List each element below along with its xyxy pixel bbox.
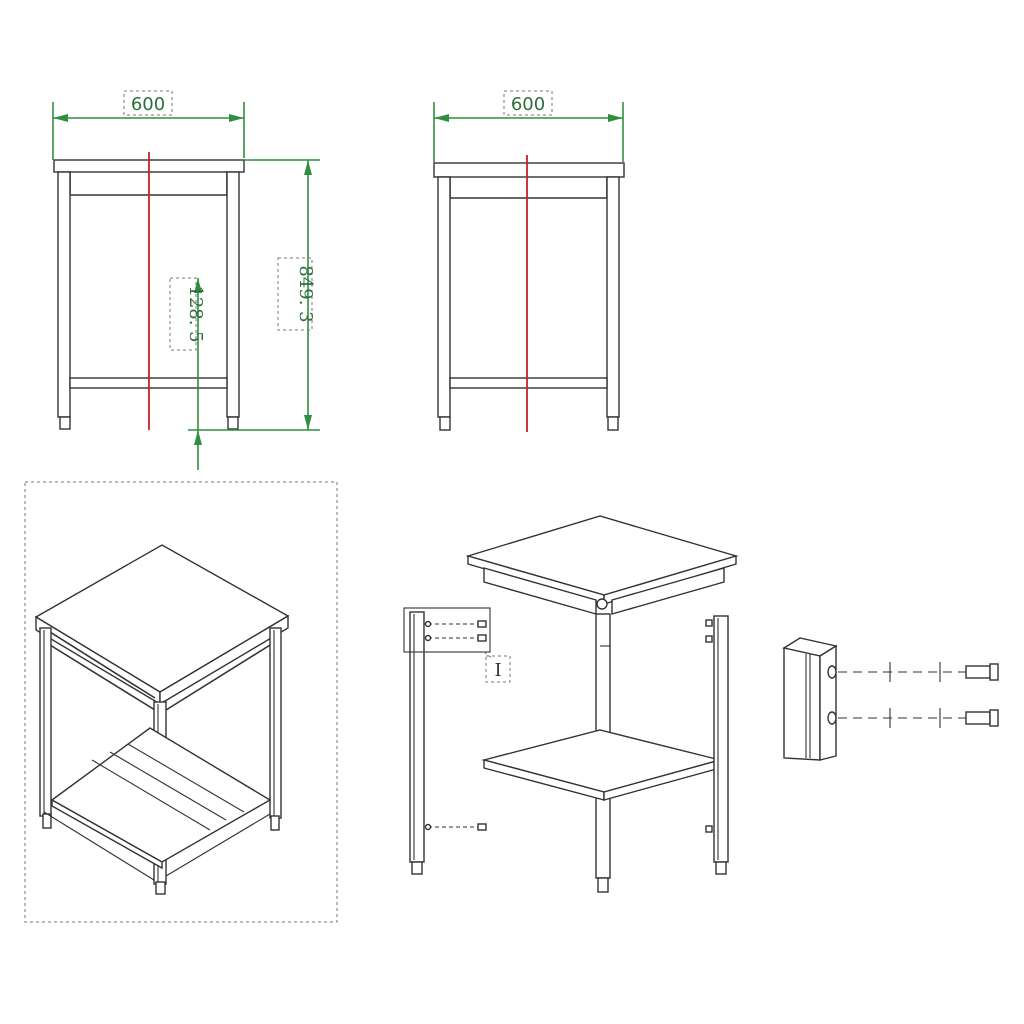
shelf-height-dimension: 128. 5 <box>185 285 206 342</box>
detail-callout-label: I <box>494 660 501 681</box>
front-height-dimension: 849. 3 <box>295 265 316 322</box>
exploded-view: I <box>403 515 739 893</box>
bolt-upper <box>838 662 999 682</box>
detail-view-bolt-assembly <box>782 637 999 761</box>
side-width-dimension: 600 <box>511 94 545 115</box>
isometric-view <box>24 481 338 923</box>
bolt-lower <box>838 708 999 728</box>
front-view: 600 849. 3 128. 5 <box>52 90 320 470</box>
side-view: 600 <box>433 90 625 432</box>
bolt-detail-lower <box>424 823 487 831</box>
bolt-detail-upper <box>424 620 487 642</box>
front-width-dimension: 600 <box>131 94 165 115</box>
